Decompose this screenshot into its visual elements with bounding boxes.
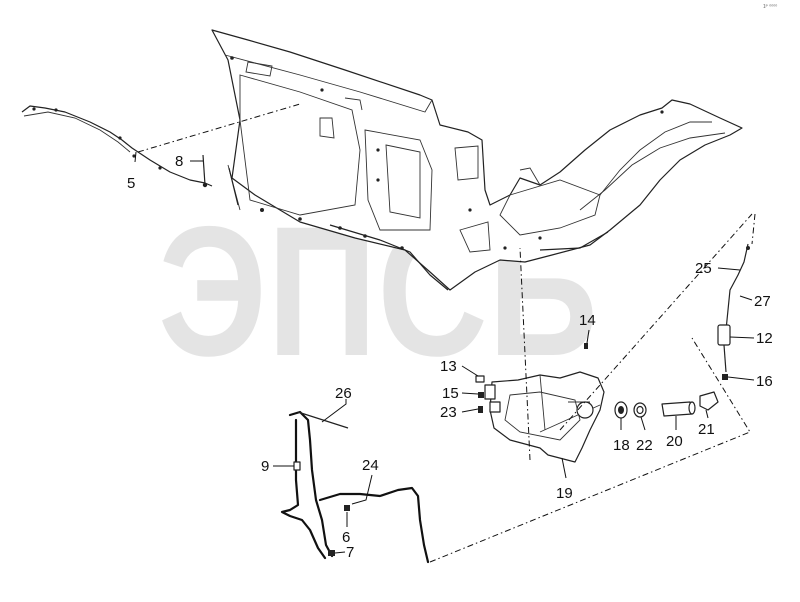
- tube-20: [661, 401, 693, 417]
- clip-7-box: [328, 550, 335, 556]
- panel-fastener-dots: [230, 56, 664, 250]
- washer-15: [478, 392, 484, 398]
- cap-21: [699, 391, 719, 411]
- callout-13: 13: [440, 358, 457, 375]
- grommet-13: [475, 375, 485, 383]
- callout-24: 24: [362, 457, 379, 474]
- clip-8: [202, 154, 206, 186]
- callout-15: 15: [442, 385, 459, 402]
- bolt-14: [584, 343, 588, 349]
- callout-labels: 5 8 26 9 24 6 7 13 15 23 14 25 27 12 16 …: [127, 153, 773, 561]
- callout-16: 16: [756, 373, 773, 390]
- callout-14: 14: [579, 312, 596, 329]
- callout-9: 9: [261, 458, 269, 475]
- hose-assembly-5: [21, 105, 213, 188]
- hose-assembly-24: [280, 410, 430, 564]
- callout-5: 5: [127, 175, 135, 192]
- callout-7: 7: [346, 544, 354, 561]
- callout-8: 8: [175, 153, 183, 170]
- clip-9-box: [293, 461, 301, 471]
- leader-lines: [134, 151, 755, 554]
- callout-19: 19: [556, 485, 573, 502]
- screw-23: [478, 406, 483, 413]
- pump-hose-assembly: [717, 243, 750, 380]
- callout-26: 26: [335, 385, 352, 402]
- callout-21: 21: [698, 421, 715, 438]
- callout-12: 12: [756, 330, 773, 347]
- connection-lines: [137, 103, 756, 563]
- clip-6-box: [344, 505, 350, 511]
- callout-18: 18: [613, 437, 630, 454]
- callout-22: 22: [636, 437, 653, 454]
- callout-27: 27: [754, 293, 771, 310]
- callout-23: 23: [440, 404, 457, 421]
- corner-mark: 1ᴾ ⁰⁰⁰⁰: [763, 4, 777, 10]
- pump-parts: [475, 343, 719, 419]
- callout-6: 6: [342, 529, 350, 546]
- rod-part: [228, 167, 239, 206]
- callout-20: 20: [666, 433, 683, 450]
- washer-reservoir: [484, 371, 605, 463]
- callout-25: 25: [695, 260, 712, 277]
- cab-panel: [211, 29, 743, 291]
